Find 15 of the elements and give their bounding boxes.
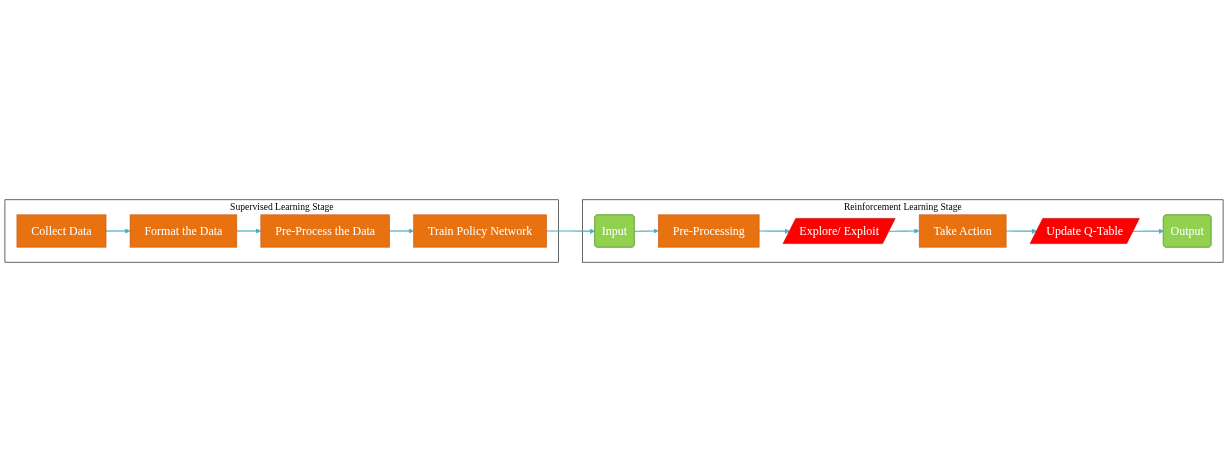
node-box: Pre-Processing	[658, 214, 760, 247]
arrow	[105, 227, 131, 234]
arrow	[888, 227, 920, 234]
arrow	[1132, 228, 1164, 234]
arrow	[546, 228, 596, 234]
arrow	[758, 228, 790, 234]
node-box: Take Action	[918, 214, 1007, 247]
arrow	[1005, 228, 1037, 234]
node-box: Format the Data	[129, 214, 238, 247]
node-box: Train Policy Network	[413, 214, 547, 247]
arrow	[236, 227, 262, 234]
arrow	[389, 227, 414, 234]
node-box: Pre-Process the Data	[260, 214, 390, 247]
node-box: Collect Data	[16, 214, 107, 247]
arrow	[634, 227, 659, 234]
